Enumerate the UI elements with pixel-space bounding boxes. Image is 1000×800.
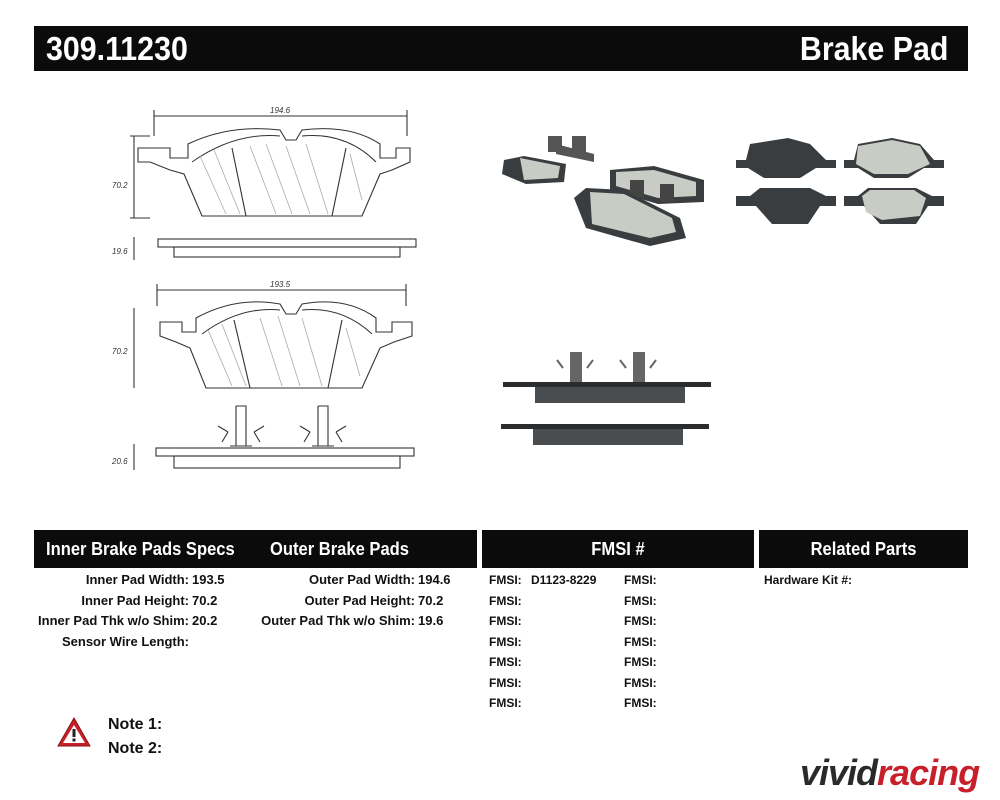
inner-specs-table: Inner Pad Width:193.5 Inner Pad Height:7… bbox=[34, 570, 232, 652]
profile-plain bbox=[501, 424, 709, 445]
part-number: 309.11230 bbox=[46, 30, 188, 67]
inner-specs-title: Inner Brake Pads Specs bbox=[46, 539, 235, 559]
warning-icon bbox=[57, 716, 91, 747]
fmsi-right-column: FMSI: FMSI: FMSI: FMSI: FMSI: FMSI: FMSI… bbox=[624, 570, 666, 714]
spec-label: Inner Pad Height: bbox=[81, 592, 189, 608]
spec-row: Inner Pad Height:70.2 bbox=[34, 591, 232, 612]
fmsi-row: FMSI: bbox=[624, 652, 666, 673]
note-1: Note 1: bbox=[108, 716, 163, 733]
related-parts-title: Related Parts bbox=[810, 539, 917, 559]
fmsi-label: FMSI: bbox=[489, 634, 522, 649]
spec-label: Outer Pad Height: bbox=[304, 592, 415, 608]
fmsi-row: FMSI: bbox=[624, 591, 666, 612]
fmsi-label: FMSI: bbox=[624, 573, 657, 587]
fmsi-row: FMSI: bbox=[624, 673, 666, 694]
outer-specs-title: Outer Brake Pads Specs bbox=[270, 539, 409, 597]
header-bar: 309.11230 Brake Pad bbox=[34, 26, 968, 71]
outer-specs-table: Outer Pad Width:194.6 Outer Pad Height:7… bbox=[255, 570, 458, 632]
clip-drawings bbox=[217, 405, 347, 447]
product-photos bbox=[502, 136, 944, 246]
fmsi-label: FMSI: bbox=[489, 696, 522, 710]
flat-backing-plate-bottom bbox=[736, 188, 836, 224]
fmsi-row: FMSI: bbox=[624, 570, 666, 591]
fmsi-row: FMSI: D1123-8229 bbox=[489, 570, 596, 591]
fmsi-label: FMSI: bbox=[489, 593, 522, 608]
spec-row: Sensor Wire Length: bbox=[34, 632, 232, 653]
watermark-logo: vividracing bbox=[800, 752, 980, 794]
dim-top-width: 194.6 bbox=[270, 106, 291, 115]
dim-bottom-height: 70.2 bbox=[112, 347, 128, 356]
fmsi-label: FMSI: bbox=[624, 675, 657, 690]
isometric-pad-left bbox=[502, 156, 566, 184]
fmsi-header: FMSI # bbox=[482, 530, 754, 568]
fmsi-label: FMSI: bbox=[624, 614, 657, 628]
spec-row: Inner Pad Width:193.5 bbox=[34, 570, 232, 591]
spec-label: Outer Pad Width: bbox=[308, 572, 415, 587]
fmsi-row: FMSI: bbox=[489, 652, 596, 673]
spec-row: Inner Pad Thk w/o Shim:20.2 bbox=[34, 611, 232, 632]
isometric-pad-bottom bbox=[574, 188, 686, 246]
flat-friction-face-top bbox=[844, 138, 944, 178]
specs-header: Inner Brake Pads Specs Outer Brake Pads … bbox=[34, 530, 477, 597]
fmsi-label: FMSI: bbox=[489, 655, 522, 669]
fmsi-label: FMSI: bbox=[624, 696, 657, 710]
fmsi-value: D1123-8229 bbox=[531, 573, 597, 587]
top-pad-hatching bbox=[199, 143, 363, 215]
fmsi-row: FMSI: bbox=[489, 693, 596, 714]
spec-label: Sensor Wire Length: bbox=[61, 633, 189, 649]
dim-bottom-thickness: 20.6 bbox=[111, 457, 128, 466]
fmsi-row: FMSI: bbox=[624, 693, 666, 714]
top-pad-side-drawing bbox=[133, 237, 417, 260]
spec-value: 193.5 bbox=[192, 572, 225, 587]
hardware-kit-label: Hardware Kit #: bbox=[764, 573, 853, 587]
spec-label: Inner Pad Width: bbox=[85, 572, 189, 587]
fmsi-label: FMSI: bbox=[624, 634, 657, 649]
dim-top-thickness: 19.6 bbox=[112, 247, 128, 256]
fmsi-label: FMSI: bbox=[489, 573, 522, 587]
side-profile-photos bbox=[501, 352, 711, 445]
dim-bottom-width: 193.5 bbox=[270, 280, 291, 289]
watermark-part2: racing bbox=[877, 752, 980, 793]
technical-drawing: 194.6 70.2 19.6 193.5 70.2 20.6 bbox=[111, 106, 417, 470]
spec-row: Outer Pad Thk w/o Shim:19.6 bbox=[255, 611, 458, 632]
fmsi-row: FMSI: bbox=[489, 673, 596, 694]
fmsi-label: FMSI: bbox=[624, 593, 657, 608]
spec-value: 194.6 bbox=[418, 572, 451, 587]
spec-value: 70.2 bbox=[192, 592, 218, 608]
fmsi-label: FMSI: bbox=[624, 655, 657, 669]
spec-value: 19.6 bbox=[418, 613, 444, 628]
flat-friction-face-bottom bbox=[844, 188, 944, 224]
fmsi-left-column: FMSI: D1123-8229 FMSI: FMSI: FMSI: FMSI: … bbox=[489, 570, 596, 714]
top-pad-face-drawing bbox=[130, 110, 411, 219]
isometric-clips-top bbox=[548, 136, 594, 162]
profile-with-clips bbox=[503, 352, 711, 403]
fmsi-row: FMSI: bbox=[489, 611, 596, 632]
related-parts-list: Hardware Kit #: bbox=[764, 570, 852, 591]
fmsi-row: FMSI: bbox=[624, 632, 666, 653]
spec-value: 20.2 bbox=[192, 613, 218, 628]
watermark-part1: vivid bbox=[800, 752, 878, 793]
fmsi-label: FMSI: bbox=[489, 614, 522, 628]
bottom-pad-hatching bbox=[207, 315, 361, 387]
related-parts-header: Related Parts bbox=[759, 530, 968, 568]
bottom-pad-side-drawing bbox=[133, 444, 415, 470]
fmsi-row: FMSI: bbox=[624, 611, 666, 632]
fmsi-label: FMSI: bbox=[489, 675, 522, 690]
spec-label: Outer Pad Thk w/o Shim: bbox=[261, 613, 415, 628]
spec-label: Inner Pad Thk w/o Shim: bbox=[38, 613, 189, 628]
product-type: Brake Pad bbox=[799, 30, 948, 67]
bottom-pad-face-drawing bbox=[133, 284, 413, 389]
fmsi-row: FMSI: bbox=[489, 632, 596, 653]
fmsi-row: FMSI: bbox=[489, 591, 596, 612]
fmsi-title: FMSI # bbox=[591, 539, 645, 559]
dim-top-height: 70.2 bbox=[112, 181, 128, 190]
isometric-pad-mid bbox=[610, 166, 704, 204]
note-2: Note 2: bbox=[108, 740, 163, 757]
flat-backing-plate-top bbox=[736, 138, 836, 178]
spec-row: Outer Pad Height:70.2 bbox=[255, 591, 458, 612]
spec-row: Outer Pad Width:194.6 bbox=[255, 570, 458, 591]
spec-value: 70.2 bbox=[418, 592, 444, 608]
